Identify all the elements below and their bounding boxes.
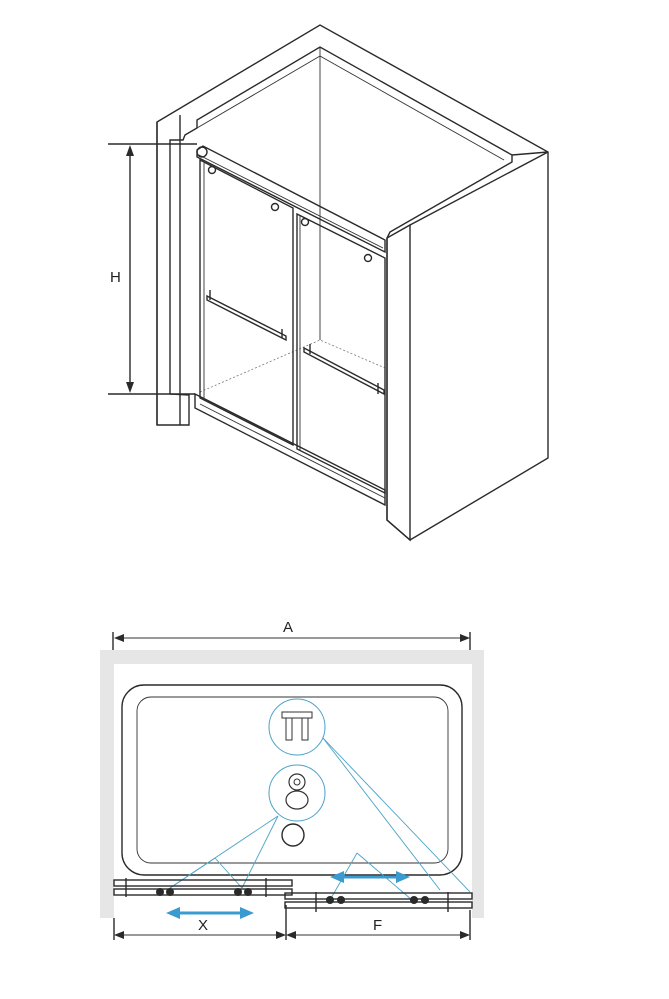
height-dimension: H (108, 143, 197, 395)
top-rail (196, 145, 386, 254)
sliding-arrow-icon (166, 907, 254, 919)
shower-tray (121, 684, 463, 876)
roller-icon (207, 165, 217, 175)
roller-detail-icon (268, 698, 326, 756)
roller-icon (300, 217, 310, 227)
roller-icon (363, 253, 373, 263)
right-wall (472, 650, 484, 918)
wheel-detail-icon (268, 764, 326, 822)
plan-view: A (100, 619, 484, 940)
right-panel-label: F (373, 917, 382, 934)
left-panel-label: X (198, 917, 208, 934)
width-label: A (283, 619, 293, 636)
enclosure-walls (156, 24, 549, 542)
floor-outline (199, 339, 386, 393)
left-door-panel (113, 878, 293, 897)
bottom-track (194, 392, 386, 507)
back-wall (114, 650, 472, 664)
roller-icon (270, 202, 280, 212)
callout-lines (169, 737, 471, 901)
isometric-view: H (108, 24, 549, 542)
towel-bars (206, 290, 385, 396)
sliding-arrow-icon (330, 871, 410, 883)
width-dimension: A (112, 619, 471, 650)
left-wall (100, 650, 114, 918)
height-label: H (110, 269, 121, 286)
right-door-panel (284, 892, 473, 912)
left-panel-dimension: X (113, 905, 287, 940)
right-panel-dimension: F (286, 910, 471, 940)
drain-icon (281, 823, 305, 847)
